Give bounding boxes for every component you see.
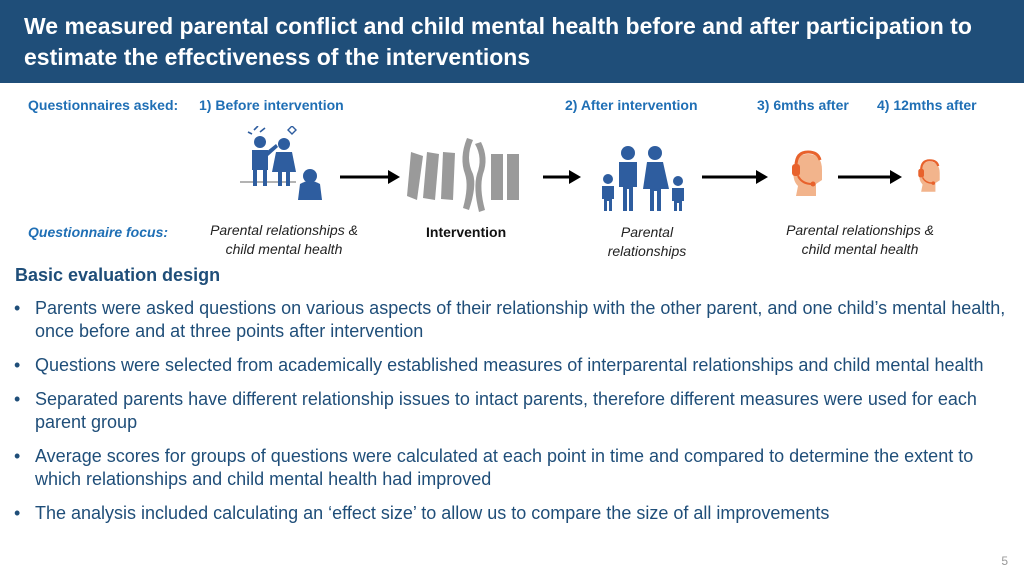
arrow-right-icon: [543, 170, 581, 184]
focus-intervention: Intervention: [426, 224, 507, 240]
focus-label: Questionnaire focus:: [28, 224, 169, 240]
arrow-right-icon: [838, 170, 902, 184]
stage-12mths: 4) 12mths after: [877, 97, 977, 113]
stage-before: 1) Before intervention: [199, 97, 344, 113]
bullet-item: The analysis included calculating an ‘ef…: [14, 502, 1014, 525]
bullet-item: Separated parents have different relatio…: [14, 388, 1014, 434]
intervention-pillars-icon: [407, 138, 519, 212]
page-number: 5: [1001, 554, 1008, 568]
headset-person-icon: [918, 159, 940, 192]
stage-6mths: 3) 6mths after: [757, 97, 849, 113]
family-icon: [602, 146, 684, 211]
arguing-family-icon: [240, 126, 322, 200]
bullet-item: Parents were asked questions on various …: [14, 297, 1014, 343]
bullet-list: Parents were asked questions on various …: [14, 297, 1014, 536]
questionnaires-label: Questionnaires asked:: [28, 97, 179, 113]
arrow-right-icon: [702, 170, 768, 184]
bullet-item: Questions were selected from academicall…: [14, 354, 1014, 377]
section-title: Basic evaluation design: [15, 265, 221, 285]
focus-before: Parental relationships & child mental he…: [210, 222, 358, 257]
focus-followup: Parental relationships & child mental he…: [786, 222, 934, 257]
arrow-right-icon: [340, 170, 400, 184]
focus-after: Parental relationships: [607, 224, 687, 259]
stage-after: 2) After intervention: [565, 97, 698, 113]
headset-person-icon: [792, 150, 822, 196]
title-bar: We measured parental conflict and child …: [0, 0, 1024, 83]
slide-title: We measured parental conflict and child …: [24, 13, 972, 70]
bullet-item: Average scores for groups of questions w…: [14, 445, 1014, 491]
